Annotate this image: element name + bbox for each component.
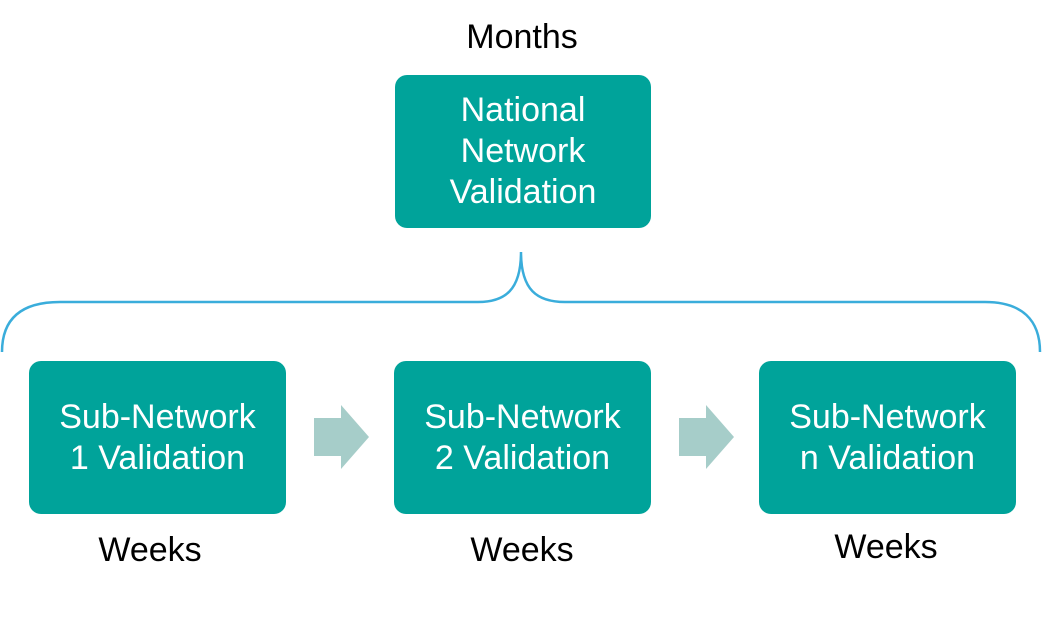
box-line: Sub-Network [59,397,256,436]
box-line: Network [460,132,586,170]
box-line: n Validation [799,438,976,477]
national-network-validation-box: National Network Validation [395,75,651,228]
arrow-right-1 [314,405,369,469]
box-line: Validation [449,173,597,211]
curly-brace [0,251,1042,353]
sub-network-n-validation-box: Sub-Network n Validation [759,361,1016,514]
box-line: National [460,91,586,129]
step-1-time-label: Weeks [98,531,202,569]
box-line: Sub-Network [789,397,986,436]
box-line: Sub-Network [424,397,621,436]
box-line: 2 Validation [434,438,611,477]
top-time-label: Months [466,18,578,56]
sub-network-1-validation-box: Sub-Network 1 Validation [29,361,286,514]
step-2-time-label: Weeks [470,531,574,569]
step-n-time-label: Weeks [834,528,938,566]
arrow-right-2 [679,405,734,469]
box-line: 1 Validation [69,438,246,477]
sub-network-2-validation-box: Sub-Network 2 Validation [394,361,651,514]
